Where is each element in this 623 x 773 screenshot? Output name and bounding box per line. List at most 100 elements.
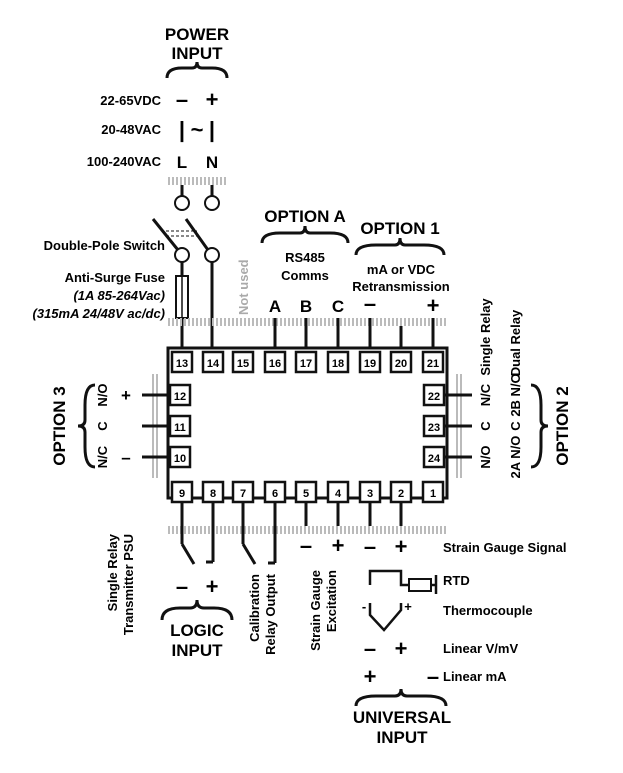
terminal-10: 10 bbox=[174, 453, 186, 465]
power-dc-minus: – bbox=[176, 87, 188, 112]
option-3-single-relay: Single Relay bbox=[105, 533, 120, 611]
option-2-dual-2a: 2A N/O bbox=[508, 436, 523, 479]
switch-blade-2 bbox=[184, 218, 210, 251]
option-1-desc-1: mA or VDC bbox=[367, 262, 436, 277]
terminal-23: 23 bbox=[428, 422, 440, 434]
linear-ma-minus: – bbox=[427, 664, 439, 689]
excitation-label-1: Strain Gauge bbox=[308, 570, 323, 651]
option-a-brace bbox=[260, 225, 350, 244]
top-dash-row bbox=[168, 318, 448, 326]
linear-v-label: Linear V/mV bbox=[443, 641, 518, 656]
power-ac-low-right: | bbox=[209, 117, 215, 142]
option-3-term-no: N/O bbox=[95, 383, 110, 406]
linear-v-minus: – bbox=[364, 636, 376, 661]
logic-plus: + bbox=[206, 574, 219, 599]
bottom-dash-row bbox=[168, 526, 448, 534]
top-wires bbox=[273, 318, 435, 348]
terminal-11: 11 bbox=[174, 422, 186, 434]
rtd-label: RTD bbox=[443, 573, 470, 588]
terminal-19: 19 bbox=[364, 358, 376, 370]
calibration-switch bbox=[241, 543, 257, 565]
terminal-17: 17 bbox=[300, 358, 312, 370]
option-a-term-c: C bbox=[332, 297, 344, 316]
terminal-24: 24 bbox=[428, 453, 441, 465]
option-a-title: OPTION A bbox=[264, 207, 346, 226]
bottom-wires bbox=[180, 502, 403, 563]
terminal-20: 20 bbox=[395, 358, 407, 370]
terminal-6: 6 bbox=[272, 488, 278, 500]
terminal-7: 7 bbox=[240, 488, 246, 500]
fuse-label: Anti-Surge Fuse bbox=[65, 270, 165, 285]
option-2-single: Single Relay bbox=[478, 298, 493, 376]
option-2-dual-c: C bbox=[508, 421, 523, 431]
option-3-plus: + bbox=[121, 386, 131, 405]
option-3-title: OPTION 3 bbox=[50, 386, 69, 465]
terminal-16: 16 bbox=[269, 358, 281, 370]
option-1-desc-2: Retransmission bbox=[352, 279, 450, 294]
option-2-single-c: C bbox=[478, 421, 493, 431]
strain-signal-label: Strain Gauge Signal bbox=[443, 540, 567, 555]
universal-brace bbox=[354, 688, 448, 707]
linear-v-plus: + bbox=[395, 636, 408, 661]
terminal-5: 5 bbox=[303, 488, 309, 500]
power-dc-label: 22-65VDC bbox=[100, 93, 161, 108]
rtd-wire bbox=[368, 569, 409, 587]
power-ac-high-label: 100-240VAC bbox=[87, 154, 162, 169]
switch-circle-1 bbox=[174, 247, 190, 263]
option-a-term-b: B bbox=[300, 297, 312, 316]
terminal-8: 8 bbox=[210, 488, 216, 500]
terminal-14: 14 bbox=[207, 358, 220, 370]
calibration-label-1: Calibration bbox=[247, 574, 262, 642]
option-1-plus: + bbox=[427, 293, 440, 318]
power-title-1: POWER bbox=[165, 25, 229, 44]
terminal-12: 12 bbox=[174, 391, 186, 403]
power-ac-low-left: | bbox=[179, 117, 185, 142]
linear-ma-plus: + bbox=[364, 664, 377, 689]
power-dc-plus: + bbox=[206, 87, 219, 112]
power-dash-row bbox=[168, 177, 226, 185]
option-a-desc-1: RS485 bbox=[285, 250, 325, 265]
linear-ma-label: Linear mA bbox=[443, 669, 507, 684]
switch-circle-2 bbox=[204, 247, 220, 263]
calibration-label-2: Relay Output bbox=[263, 573, 278, 655]
power-ac-n: N bbox=[206, 153, 218, 172]
power-brace bbox=[165, 61, 229, 79]
not-used-label: Not used bbox=[236, 259, 251, 315]
power-terminal-circle-n bbox=[204, 195, 220, 211]
terminal-3: 3 bbox=[367, 488, 373, 500]
signal-plus: + bbox=[395, 534, 408, 559]
terminal-2: 2 bbox=[398, 488, 404, 500]
fuse-spec-2: (315mA 24/48V ac/dc) bbox=[33, 306, 165, 321]
terminal-18: 18 bbox=[332, 358, 344, 370]
option-3-brace bbox=[77, 383, 96, 469]
power-ac-l: L bbox=[177, 153, 187, 172]
logic-title-2: INPUT bbox=[172, 641, 224, 660]
thermocouple-label: Thermocouple bbox=[443, 603, 533, 618]
option-1-title: OPTION 1 bbox=[360, 219, 439, 238]
terminal-9: 9 bbox=[179, 488, 185, 500]
option-3-term-nc: N/C bbox=[95, 445, 110, 468]
option-3-minus: – bbox=[121, 448, 130, 467]
logic-brace bbox=[160, 599, 234, 621]
fuse-spec-1: (1A 85-264Vac) bbox=[73, 288, 165, 303]
option-2-dual-2b: 2B N/O bbox=[508, 373, 523, 416]
excitation-label-2: Excitation bbox=[324, 570, 339, 632]
power-ac-low-mid: ~ bbox=[191, 117, 204, 142]
switch-blade-1 bbox=[151, 218, 180, 251]
tc-plus: + bbox=[404, 599, 412, 614]
excitation-minus: – bbox=[300, 533, 312, 558]
option-a-desc-2: Comms bbox=[281, 268, 329, 283]
option-3-term-c: C bbox=[95, 421, 110, 431]
rtd-resistor bbox=[408, 578, 432, 592]
terminal-4: 4 bbox=[335, 488, 342, 500]
signal-minus: – bbox=[364, 534, 376, 559]
terminal-21: 21 bbox=[427, 358, 439, 370]
power-terminal-circle-l bbox=[174, 195, 190, 211]
logic-title-1: LOGIC bbox=[170, 621, 224, 640]
logic-switch bbox=[180, 543, 196, 565]
option-2-dual: Dual Relay bbox=[508, 309, 523, 376]
universal-title-1: UNIVERSAL bbox=[353, 708, 451, 727]
thermocouple-symbol bbox=[368, 603, 403, 632]
option-2-brace bbox=[530, 383, 549, 469]
